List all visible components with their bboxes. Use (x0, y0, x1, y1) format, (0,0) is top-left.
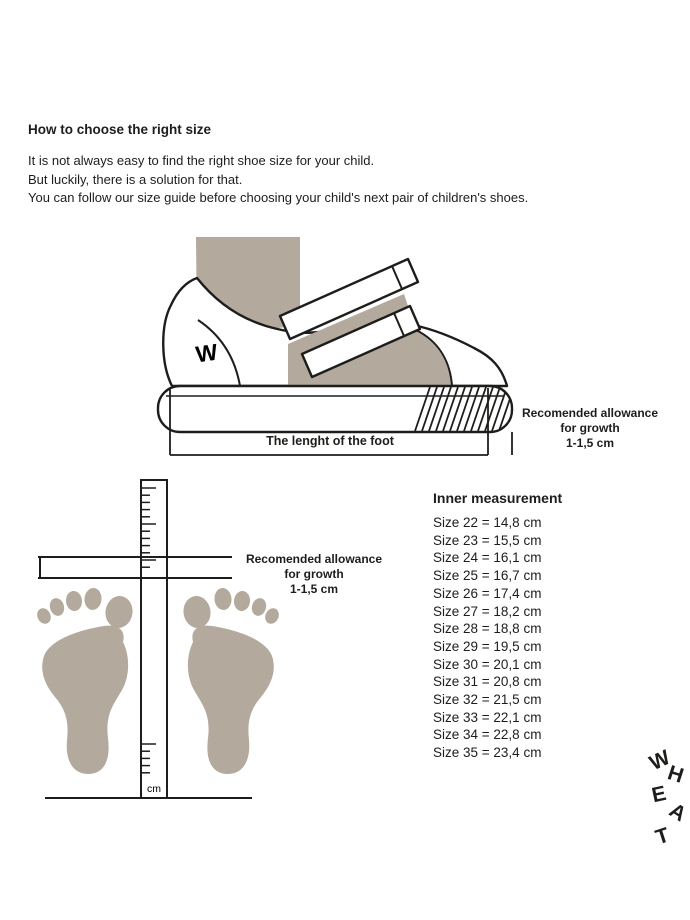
velcro-strap-bottom (300, 304, 422, 379)
size-row: Size 32 = 21,5 cm (433, 692, 542, 708)
brand-letter: T (652, 823, 673, 850)
allowance-line-3: 1-1,5 cm (289, 582, 339, 596)
size-row: Size 23 = 15,5 cm (433, 532, 542, 548)
intro-line-1: It is not always easy to find the right … (28, 153, 375, 168)
feet-growth-allowance-label: Recomended allowance for growth 1-1,5 cm (236, 552, 392, 597)
size-row: Size 26 = 17,4 cm (433, 585, 542, 601)
size-row: Size 33 = 22,1 cm (433, 709, 542, 725)
size-row: Size 27 = 18,2 cm (433, 603, 542, 619)
size-row: Size 34 = 22,8 cm (433, 727, 542, 743)
foot-length-measure-lines (169, 388, 513, 456)
heel-seam-line (197, 319, 241, 387)
size-row: Size 31 = 20,8 cm (433, 674, 542, 690)
allowance-line-2: for growth (284, 567, 344, 581)
size-row: Size 28 = 18,8 cm (433, 621, 542, 637)
size-row: Size 35 = 23,4 cm (433, 745, 542, 761)
allowance-line-2: for growth (560, 421, 620, 435)
page-title: How to choose the right size (28, 122, 212, 137)
feet-illustration: cm (37, 479, 279, 799)
brand-letter: E (649, 781, 669, 808)
velcro-strap-top (278, 257, 420, 341)
size-row: Size 30 = 20,1 cm (433, 656, 542, 672)
size-list: Size 22 = 14,8 cm Size 23 = 15,5 cm Size 2… (433, 514, 562, 762)
size-table-heading: Inner measurement (433, 490, 563, 506)
ruler: cm (140, 479, 168, 799)
toe-cap-line (415, 329, 453, 387)
sole-hatch-area (414, 386, 512, 432)
allowance-line-3: 1-1,5 cm (565, 436, 615, 450)
shoe-logo-letter: W (194, 339, 219, 368)
foot-length-label: The lenght of the foot (266, 434, 394, 448)
left-footprint (37, 588, 133, 774)
strap-top-tip-line (391, 265, 403, 290)
size-row: Size 29 = 19,5 cm (433, 638, 542, 654)
feet-measure-lines (38, 556, 252, 799)
intro-paragraph: It is not always easy to find the right … (28, 152, 628, 208)
shoe-sole (156, 384, 514, 434)
ruler-ticks (141, 487, 156, 774)
brand-letter: A (665, 798, 690, 827)
size-row: Size 24 = 16,1 cm (433, 550, 542, 566)
ruler-unit-label: cm (147, 783, 161, 795)
size-row: Size 22 = 14,8 cm (433, 515, 542, 530)
size-row: Size 25 = 16,7 cm (433, 568, 542, 584)
allowance-line-1: Recomended allowance (245, 552, 383, 566)
shoe-illustration: W (156, 237, 514, 456)
strap-bottom-tip-line (393, 312, 405, 337)
allowance-line-1: Recomended allowance (521, 406, 659, 420)
intro-line-2: But luckily, there is a solution for tha… (28, 171, 243, 187)
shoe-growth-allowance-label: Recomended allowance for growth 1-1,5 cm (508, 406, 672, 451)
intro-line-3: You can follow our size guide before cho… (28, 190, 529, 205)
right-footprint (183, 588, 279, 774)
